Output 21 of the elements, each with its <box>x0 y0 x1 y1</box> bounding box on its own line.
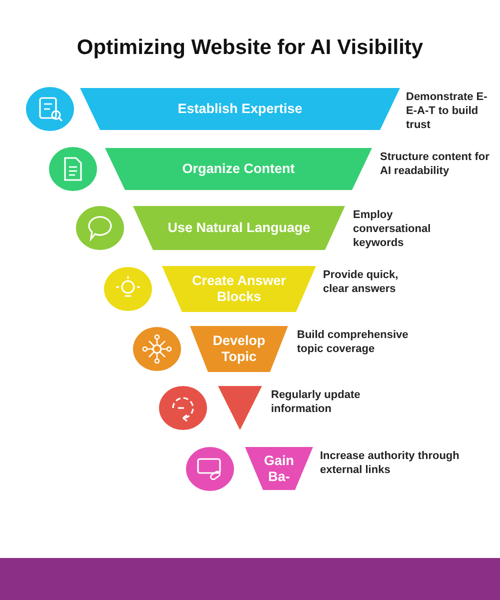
description-text: Employ conversational keywords <box>353 208 432 250</box>
funnel-segment <box>218 386 262 430</box>
description-text: Regularly update information <box>271 388 362 416</box>
segment-label: Establish Expertise <box>178 101 302 117</box>
segment-label: Gain Ba- <box>262 452 295 484</box>
description-text: Provide quick, clear answers <box>323 268 400 296</box>
funnel-segment <box>245 447 313 490</box>
funnel-segment <box>80 88 400 130</box>
segment-label: Use Natural Language <box>168 220 310 236</box>
funnel-segment <box>190 326 288 372</box>
description-text: Demonstrate E-E-A-T to build trust <box>406 90 488 132</box>
segment-label: Organize Content <box>182 161 295 177</box>
description-text: Structure content for AI readability <box>380 150 490 178</box>
title: Optimizing Website for AI Visibility <box>76 36 424 60</box>
segment-label: Develop Topic <box>212 333 266 365</box>
funnel-segment <box>133 206 345 250</box>
funnel-segment <box>105 148 372 190</box>
funnel-segment <box>162 266 316 312</box>
segment-label: Create Answer Blocks <box>190 273 288 305</box>
description-text: Build comprehensive topic coverage <box>297 328 410 356</box>
description-text: Increase authority through external links <box>320 449 460 477</box>
